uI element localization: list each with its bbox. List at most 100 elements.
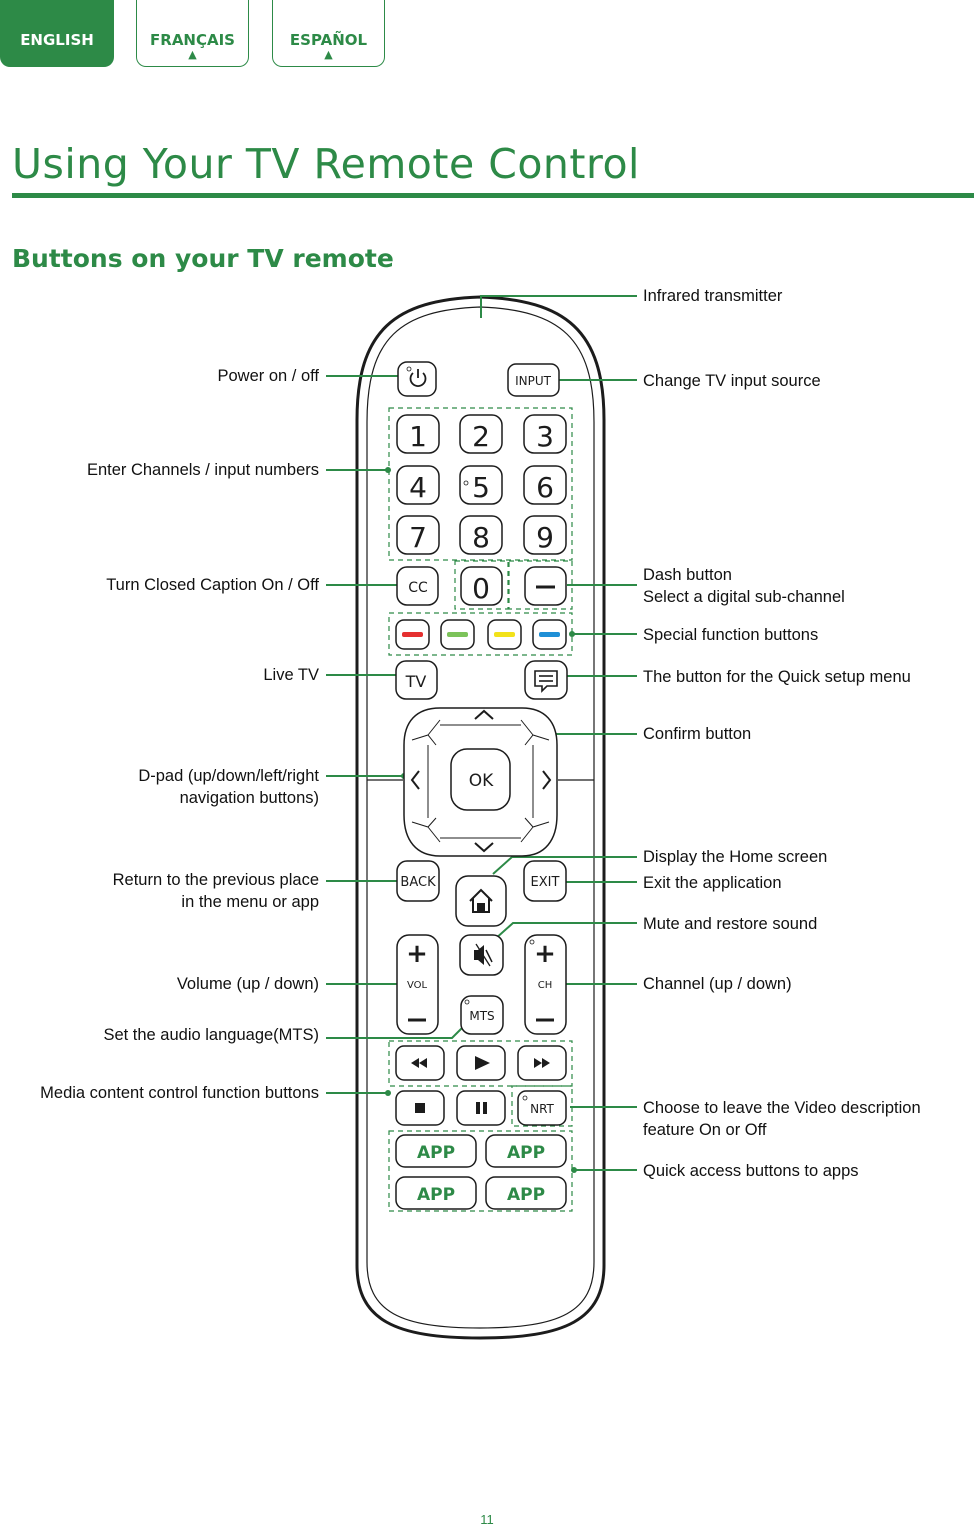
volume-rocker xyxy=(396,934,439,1035)
app-button-1 xyxy=(395,1134,477,1168)
fast-forward-icon xyxy=(534,1058,550,1068)
digit-2-button xyxy=(459,414,503,454)
stop-icon xyxy=(415,1103,425,1113)
label-nrt-line2: feature On or Off xyxy=(643,1121,767,1139)
label-nrt: Choose to leave the Video description fe… xyxy=(643,1097,921,1141)
tab-espanol-arrow-icon: ▲ xyxy=(324,48,333,61)
color-keys xyxy=(395,619,567,650)
dpad-up-icon xyxy=(474,709,494,720)
pause-icon xyxy=(476,1102,487,1114)
zero-button xyxy=(460,566,503,606)
zero-button-label: 0 xyxy=(472,572,490,605)
label-quick-setup: The button for the Quick setup menu xyxy=(643,668,911,686)
tab-francais-label: FRANÇAIS xyxy=(150,31,235,49)
digit-5-label: 5 xyxy=(472,471,490,504)
label-back-line2: in the menu or app xyxy=(181,893,319,911)
rewind-icon xyxy=(411,1058,427,1068)
digit-1-button xyxy=(396,414,440,454)
digit-7-button xyxy=(396,515,440,555)
input-button xyxy=(507,363,560,397)
tv-button-label: TV xyxy=(405,672,427,691)
label-back: Return to the previous place in the menu… xyxy=(113,869,319,913)
tv-button xyxy=(395,660,438,700)
digit-9-label: 9 xyxy=(536,521,554,554)
quick-setup-button xyxy=(524,660,568,700)
digit-6-button xyxy=(523,465,567,505)
label-dpad: D-pad (up/down/left/right navigation but… xyxy=(138,765,319,809)
tab-english[interactable]: ENGLISH xyxy=(0,0,114,67)
page-title: Using Your TV Remote Control xyxy=(12,140,640,188)
pause-button xyxy=(456,1090,506,1126)
tab-francais-arrow-icon: ▲ xyxy=(188,48,197,61)
label-dpad-line1: D-pad (up/down/left/right xyxy=(138,767,319,785)
back-button-label: BACK xyxy=(400,875,436,890)
digit-7-label: 7 xyxy=(409,521,427,554)
group-outlines xyxy=(388,407,573,1212)
digit-4-button xyxy=(396,465,440,505)
digit-3-label: 3 xyxy=(536,420,554,453)
label-media: Media content control function buttons xyxy=(40,1084,319,1102)
volume-plus-icon: + xyxy=(406,939,428,969)
ok-button-label: OK xyxy=(469,771,494,791)
label-dash: Dash button Select a digital sub-channel xyxy=(643,564,845,608)
volume-label: VOL xyxy=(407,980,428,991)
label-input: Change TV input source xyxy=(643,372,821,390)
dpad-left-icon xyxy=(410,770,420,790)
remote-body-inner xyxy=(366,306,595,1329)
label-live-tv: Live TV xyxy=(263,666,319,684)
home-icon xyxy=(469,888,493,913)
label-special: Special function buttons xyxy=(643,626,819,644)
label-back-line1: Return to the previous place xyxy=(112,871,319,889)
label-channel: Channel (up / down) xyxy=(643,975,792,993)
home-button xyxy=(455,875,507,927)
app-button-2-label: APP xyxy=(507,1143,545,1163)
quick-setup-icon xyxy=(534,670,558,693)
digit-1-label: 1 xyxy=(409,420,427,453)
dpad-down-icon xyxy=(474,842,494,853)
label-dpad-line2: navigation buttons) xyxy=(179,789,319,807)
app-button-2 xyxy=(485,1134,567,1168)
label-mute: Mute and restore sound xyxy=(643,915,818,933)
app-button-3-label: APP xyxy=(417,1185,455,1205)
digit-8-button xyxy=(459,515,503,555)
nrt-button-label: NRT xyxy=(530,1102,554,1116)
label-power: Power on / off xyxy=(217,367,319,385)
digit-3-button xyxy=(523,414,567,454)
label-dash-line2: Select a digital sub-channel xyxy=(643,588,845,606)
label-numbers: Enter Channels / input numbers xyxy=(86,461,319,479)
tab-english-label: ENGLISH xyxy=(20,31,94,49)
label-closed-caption: Turn Closed Caption On / Off xyxy=(106,576,319,594)
back-button xyxy=(396,860,440,902)
dpad-right-icon xyxy=(542,770,552,790)
title-divider xyxy=(12,193,974,198)
input-button-label: INPUT xyxy=(515,374,552,388)
app-button-4-label: APP xyxy=(507,1185,545,1205)
tab-espanol-label: ESPAÑOL xyxy=(289,31,368,49)
section-title: Buttons on your TV remote xyxy=(12,244,394,273)
digit-4-label: 4 xyxy=(409,471,427,504)
label-infrared: Infrared transmitter xyxy=(643,287,783,305)
digit-5-button xyxy=(459,465,503,505)
digit-2-label: 2 xyxy=(472,420,490,453)
digit-8-label: 8 xyxy=(472,521,490,554)
channel-label: CH xyxy=(538,980,553,991)
label-mts: Set the audio language(MTS) xyxy=(103,1026,319,1044)
cc-button xyxy=(396,566,439,606)
mts-button xyxy=(460,995,504,1035)
mute-icon xyxy=(474,943,493,967)
power-icon xyxy=(409,369,427,387)
tab-francais[interactable]: FRANÇAIS ▲ xyxy=(136,0,249,67)
app-button-4 xyxy=(485,1176,567,1210)
play-icon xyxy=(475,1056,490,1070)
app-button-1-label: APP xyxy=(417,1143,455,1163)
label-home: Display the Home screen xyxy=(643,848,828,866)
tab-espanol[interactable]: ESPAÑOL ▲ xyxy=(272,0,385,67)
power-button xyxy=(397,361,437,397)
digit-6-label: 6 xyxy=(536,471,554,504)
cc-button-label: CC xyxy=(408,580,428,596)
exit-button-label: EXIT xyxy=(531,875,560,890)
mts-button-label: MTS xyxy=(469,1009,494,1023)
digit-9-button xyxy=(523,515,567,555)
page-number: 11 xyxy=(480,1512,494,1527)
